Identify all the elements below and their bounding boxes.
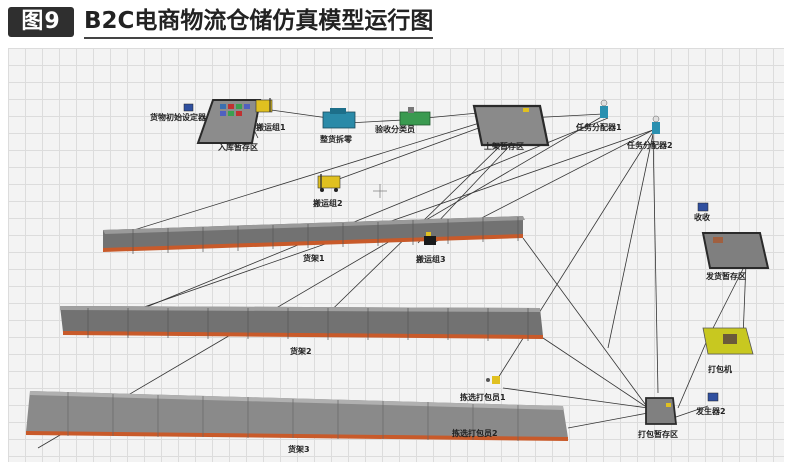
label-shelf-buffer: 上架暂存区 <box>484 141 524 151</box>
link-line <box>497 131 654 379</box>
label-transporter1: 搬运组1 <box>256 122 286 132</box>
generator-2-icon[interactable] <box>707 392 719 402</box>
label-packer: 打包机 <box>708 364 732 374</box>
rack-1[interactable] <box>103 216 525 254</box>
link-line <box>652 131 659 394</box>
rack-2[interactable] <box>60 306 543 341</box>
link-line <box>522 237 649 409</box>
label-receive: 收收 <box>694 212 710 222</box>
label-receiving: 验收分类员 <box>375 124 415 134</box>
goods-initializer[interactable] <box>183 103 194 112</box>
label-goods-init: 货物初始设定器 <box>149 112 207 122</box>
shipping-buffer-zone[interactable] <box>701 232 770 269</box>
link-line <box>502 387 649 409</box>
rack-3[interactable] <box>26 391 568 441</box>
unpack-station[interactable] <box>322 108 356 129</box>
link-line <box>742 262 747 339</box>
link-line <box>567 412 649 429</box>
cursor-crosshair-icon <box>373 184 387 198</box>
receiving-sorter[interactable] <box>399 107 431 126</box>
label-transporter2: 搬运组2 <box>313 198 343 208</box>
link-line <box>707 262 747 339</box>
figure-title: B2C电商物流仓储仿真模型运行图 <box>84 5 434 39</box>
figure-number-badge: 图9 <box>8 7 74 37</box>
shelving-buffer-zone[interactable] <box>472 104 550 147</box>
label-picker1: 拣选打包员1 <box>460 392 506 402</box>
label-packing-buffer: 打包暂存区 <box>638 429 678 439</box>
label-inbound-buffer: 入库暂存区 <box>217 142 258 152</box>
packing-machine[interactable] <box>702 327 754 355</box>
label-unpack: 整货拆零 <box>319 134 353 144</box>
label-rack1: 货架1 <box>302 253 325 263</box>
link-line <box>347 119 404 124</box>
transporter-2-icon[interactable] <box>317 174 341 192</box>
link-line <box>672 405 709 419</box>
picker-1-icon[interactable] <box>486 376 500 384</box>
figure-header: 图9 B2C电商物流仓储仿真模型运行图 <box>0 0 790 46</box>
packing-buffer-zone[interactable] <box>645 397 678 425</box>
inbound-buffer-zone[interactable] <box>196 99 262 144</box>
link-line <box>37 115 604 449</box>
label-rack3: 货架3 <box>287 444 310 454</box>
transporter-1-icon[interactable] <box>255 98 273 113</box>
label-picker2: 拣选打包员2 <box>452 428 498 438</box>
link-line <box>425 112 479 119</box>
transporter-3-icon[interactable] <box>424 232 436 245</box>
simulation-canvas: 货物初始设定器 入库暂存区 搬运组1 整货拆零 验收分类员 上架暂存区 任务分配… <box>8 48 784 462</box>
link-line <box>607 133 654 349</box>
link-line <box>542 337 649 409</box>
label-rack2: 货架2 <box>289 346 312 356</box>
receive-source[interactable] <box>697 202 709 212</box>
dispatcher-2-icon[interactable] <box>652 115 660 134</box>
label-dispatcher1: 任务分配器1 <box>575 122 622 132</box>
label-generator2: 发生器2 <box>695 406 726 416</box>
label-shipping-buffer: 发货暂存区 <box>705 271 746 281</box>
link-line <box>677 337 709 409</box>
dispatcher-1-icon[interactable] <box>600 99 608 118</box>
simulation-svg: 货物初始设定器 入库暂存区 搬运组1 整货拆零 验收分类员 上架暂存区 任务分配… <box>26 98 770 454</box>
label-dispatcher2: 任务分配器2 <box>626 140 673 150</box>
label-transporter3: 搬运组3 <box>416 254 446 264</box>
link-line <box>107 107 529 239</box>
